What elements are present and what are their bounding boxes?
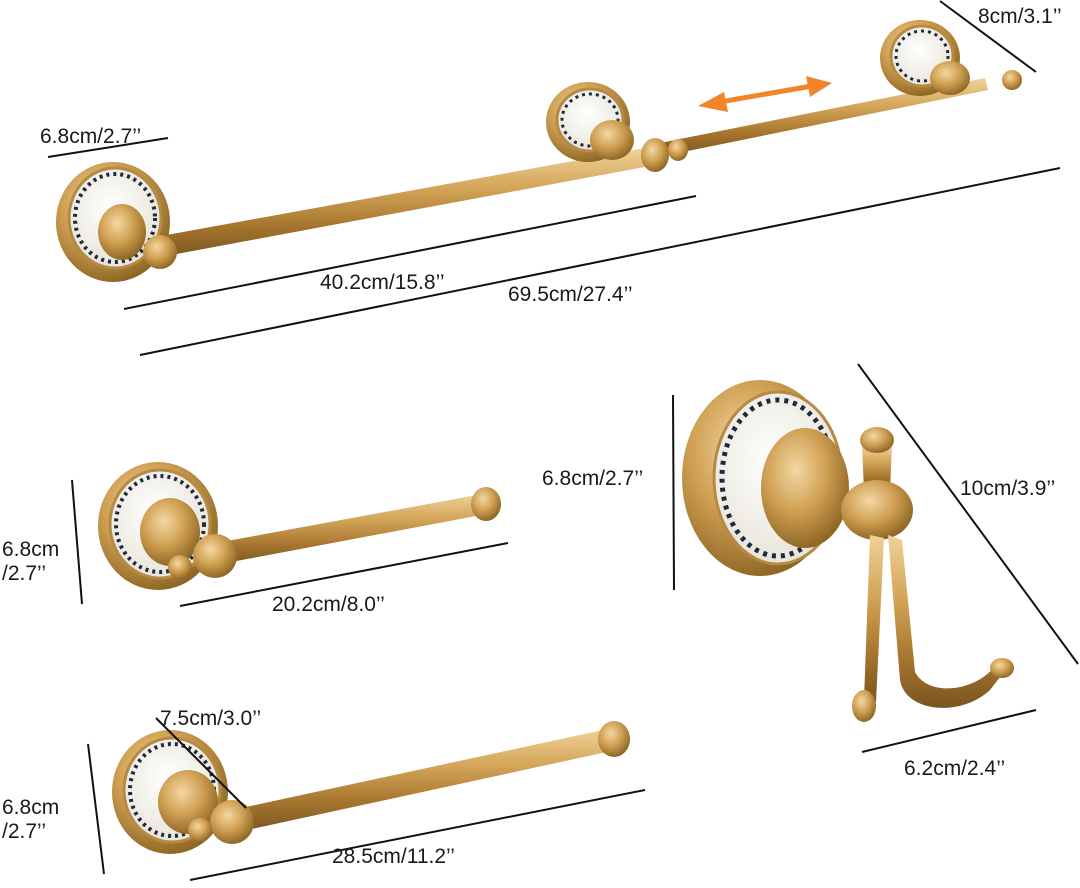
hand-towel-bar	[112, 721, 630, 854]
robe-hook-height-label: 6.8cm/2.7’’	[542, 467, 644, 490]
towel-bar-right-rosette	[880, 20, 1022, 96]
paper-holder-dimension-lines	[71, 479, 509, 607]
towel-bar-min-length-label: 40.2cm/15.8’’	[320, 271, 445, 294]
towel-bar	[56, 20, 1022, 282]
towel-bar-dimension-lines	[47, 0, 1061, 356]
towel-bar-max-length-label: 69.5cm/27.4’’	[508, 283, 633, 306]
paper-holder-height-label: 6.8cm /2.7’’	[2, 538, 60, 586]
robe-hook	[682, 380, 1014, 722]
towel-bar-joint-collar	[668, 139, 688, 161]
towel-bar-depth-label: 8cm/3.1’’	[978, 5, 1062, 28]
robe-hook-dimension-lines	[672, 363, 1079, 753]
towel-bar-main-tube	[150, 148, 650, 258]
paper-holder	[98, 462, 501, 590]
robe-hook-width-label: 6.2cm/2.4’’	[904, 757, 1006, 780]
hand-towel-bar-height-label: 6.8cm /2.7’’	[2, 796, 60, 844]
towel-bar-extension-tube	[660, 78, 988, 156]
towel-bar-width-label: 6.8cm/2.7’’	[40, 125, 142, 148]
robe-hook-length-label: 10cm/3.9’’	[960, 477, 1056, 500]
hand-towel-bar-dimension-lines	[87, 717, 646, 881]
towel-bar-middle-rosette	[546, 82, 634, 162]
paper-holder-length-label: 20.2cm/8.0’’	[272, 593, 385, 616]
adjustable-length-arrow-icon	[698, 76, 832, 112]
hand-towel-bar-depth-label: 7.5cm/3.0’’	[160, 707, 262, 730]
hand-towel-bar-length-label: 28.5cm/11.2’’	[332, 845, 455, 868]
towel-bar-joint	[641, 138, 669, 172]
towel-bar-left-rosette	[56, 162, 177, 282]
